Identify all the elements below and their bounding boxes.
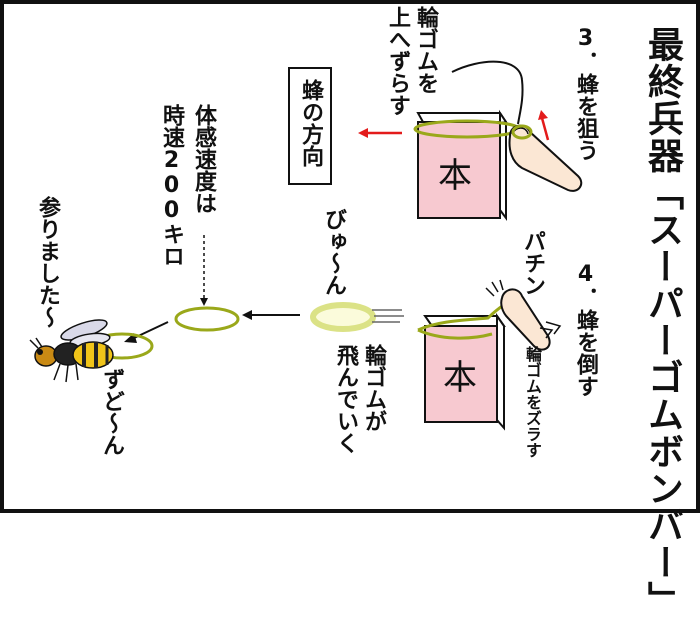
rubber-note-line2: 上へずらす — [385, 6, 410, 116]
flying-line2: 飛んでいく — [333, 344, 358, 454]
defeat-text: 参りました～ — [35, 196, 60, 328]
snap-sound: パチン — [520, 230, 545, 296]
speed-line2: 時速200キロ — [159, 104, 184, 267]
snap-motion-lines — [485, 279, 504, 297]
flying-line1: 輪ゴムが — [361, 344, 386, 432]
book-label-top: 本 — [438, 156, 472, 196]
whoosh-text: びゅ～ん — [321, 208, 346, 296]
rubber-note-line1: 輪ゴムを — [413, 6, 438, 94]
comic-panel — [0, 0, 700, 513]
flight-arrow-1 — [242, 310, 300, 320]
step3-label: 3．蜂を狙う — [573, 26, 598, 161]
direction-box: 蜂の方向 — [288, 67, 332, 185]
impact-text: ずど～ん — [99, 368, 124, 456]
slide-note: 輪ゴムをズラす — [523, 346, 542, 458]
red-left-arrow — [358, 128, 402, 138]
speed-lines — [372, 309, 404, 323]
finger-bottom — [500, 288, 551, 351]
speed-line1: 体感速度は — [191, 104, 216, 214]
rubber-band-flying-blur — [310, 302, 376, 332]
hornet — [29, 319, 114, 383]
illustration-layer — [29, 60, 583, 431]
rubber-band-on-finger — [511, 124, 533, 140]
pointer-curve — [451, 60, 524, 125]
slide-arrows — [539, 321, 562, 339]
page-title: 最終兵器「スーパーゴムボンバー」 — [642, 26, 683, 618]
direction-label: 蜂の方向 — [298, 79, 323, 167]
red-up-arrow — [538, 110, 550, 141]
rubber-band-mid — [174, 306, 240, 332]
step4-label: 4．蜂を倒す — [573, 262, 598, 397]
finger-top — [508, 124, 583, 192]
book-label-bottom: 本 — [443, 358, 477, 398]
